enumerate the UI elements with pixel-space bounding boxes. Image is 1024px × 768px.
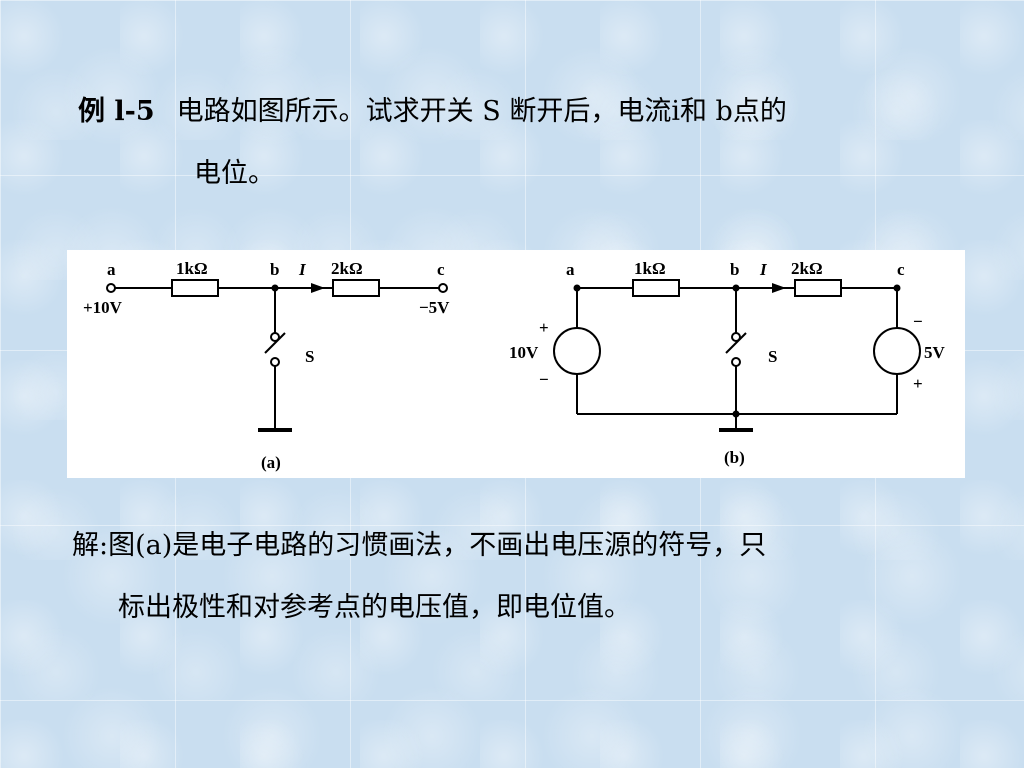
label-src-right-minus: − [913, 312, 923, 331]
terminal-a [106, 283, 116, 293]
label-r1-a: 1kΩ [176, 259, 208, 278]
label-src-right-value: 5V [924, 343, 946, 362]
terminal-c [438, 283, 448, 293]
label-vc: −5V [419, 298, 450, 317]
label-r2-b: 2kΩ [791, 259, 823, 278]
label-src-left-minus: − [539, 370, 549, 389]
voltage-source-10v [553, 327, 601, 375]
switch-contact-top-b [731, 332, 741, 342]
solution-line-2: 标出极性和对参考点的电压值，即电位值。 [118, 592, 631, 624]
current-arrow-b [772, 283, 786, 293]
node-dot-a-b [573, 284, 581, 292]
label-node-b-b: b [730, 260, 739, 279]
example-label: 例 l-5 [78, 96, 155, 127]
caption-a: (a) [261, 453, 281, 472]
label-va: +10V [83, 298, 123, 317]
label-src-left-value: 10V [509, 343, 539, 362]
current-arrow-a [311, 283, 325, 293]
label-r2-a: 2kΩ [331, 259, 363, 278]
label-r1-b: 1kΩ [634, 259, 666, 278]
label-switch-a: S [305, 347, 314, 366]
label-node-b-a: b [270, 260, 279, 279]
circuit-diagram: a 1kΩ b I 2kΩ c +10V −5V S (a) a 1kΩ b I… [83, 259, 946, 472]
caption-b: (b) [724, 448, 745, 467]
node-dot-ground-b [732, 410, 740, 418]
resistor-1k-b [632, 279, 680, 297]
label-src-left-plus: + [539, 318, 549, 337]
solution-text: 解:图(a)是电子电路的习惯画法，不画出电压源的符号，只 标出极性和对参考点的电… [72, 530, 982, 625]
label-node-a-b: a [566, 260, 575, 279]
resistor-1k-a [171, 279, 219, 297]
label-current-b: I [759, 260, 768, 279]
problem-statement: 例 l-5 电路如图所示。试求开关 S 断开后，电流i和 b点的 电位。 [78, 96, 978, 191]
problem-line-2: 电位。 [194, 158, 275, 190]
voltage-source-5v [873, 327, 921, 375]
node-dot-b-b [732, 284, 740, 292]
problem-line-1: 电路如图所示。试求开关 S 断开后，电流i和 b点的 [176, 96, 787, 127]
switch-blade-a [264, 332, 286, 354]
resistor-2k-b [794, 279, 842, 297]
label-src-right-plus: + [913, 374, 923, 393]
solution-line-1: 解:图(a)是电子电路的习惯画法，不画出电压源的符号，只 [72, 530, 767, 561]
resistor-2k-a [332, 279, 380, 297]
label-current-a: I [298, 260, 307, 279]
switch-contact-bottom-a [270, 357, 280, 367]
circuit-figure: a 1kΩ b I 2kΩ c +10V −5V S (a) a 1kΩ b I… [67, 250, 965, 478]
node-dot-b-a [271, 284, 279, 292]
label-node-c-a: c [437, 260, 445, 279]
label-switch-b: S [768, 347, 777, 366]
switch-contact-top-a [270, 332, 280, 342]
node-dot-c-b [893, 284, 901, 292]
label-node-a-a: a [107, 260, 116, 279]
switch-blade-b [725, 332, 747, 354]
switch-contact-bottom-b [731, 357, 741, 367]
label-node-c-b: c [897, 260, 905, 279]
